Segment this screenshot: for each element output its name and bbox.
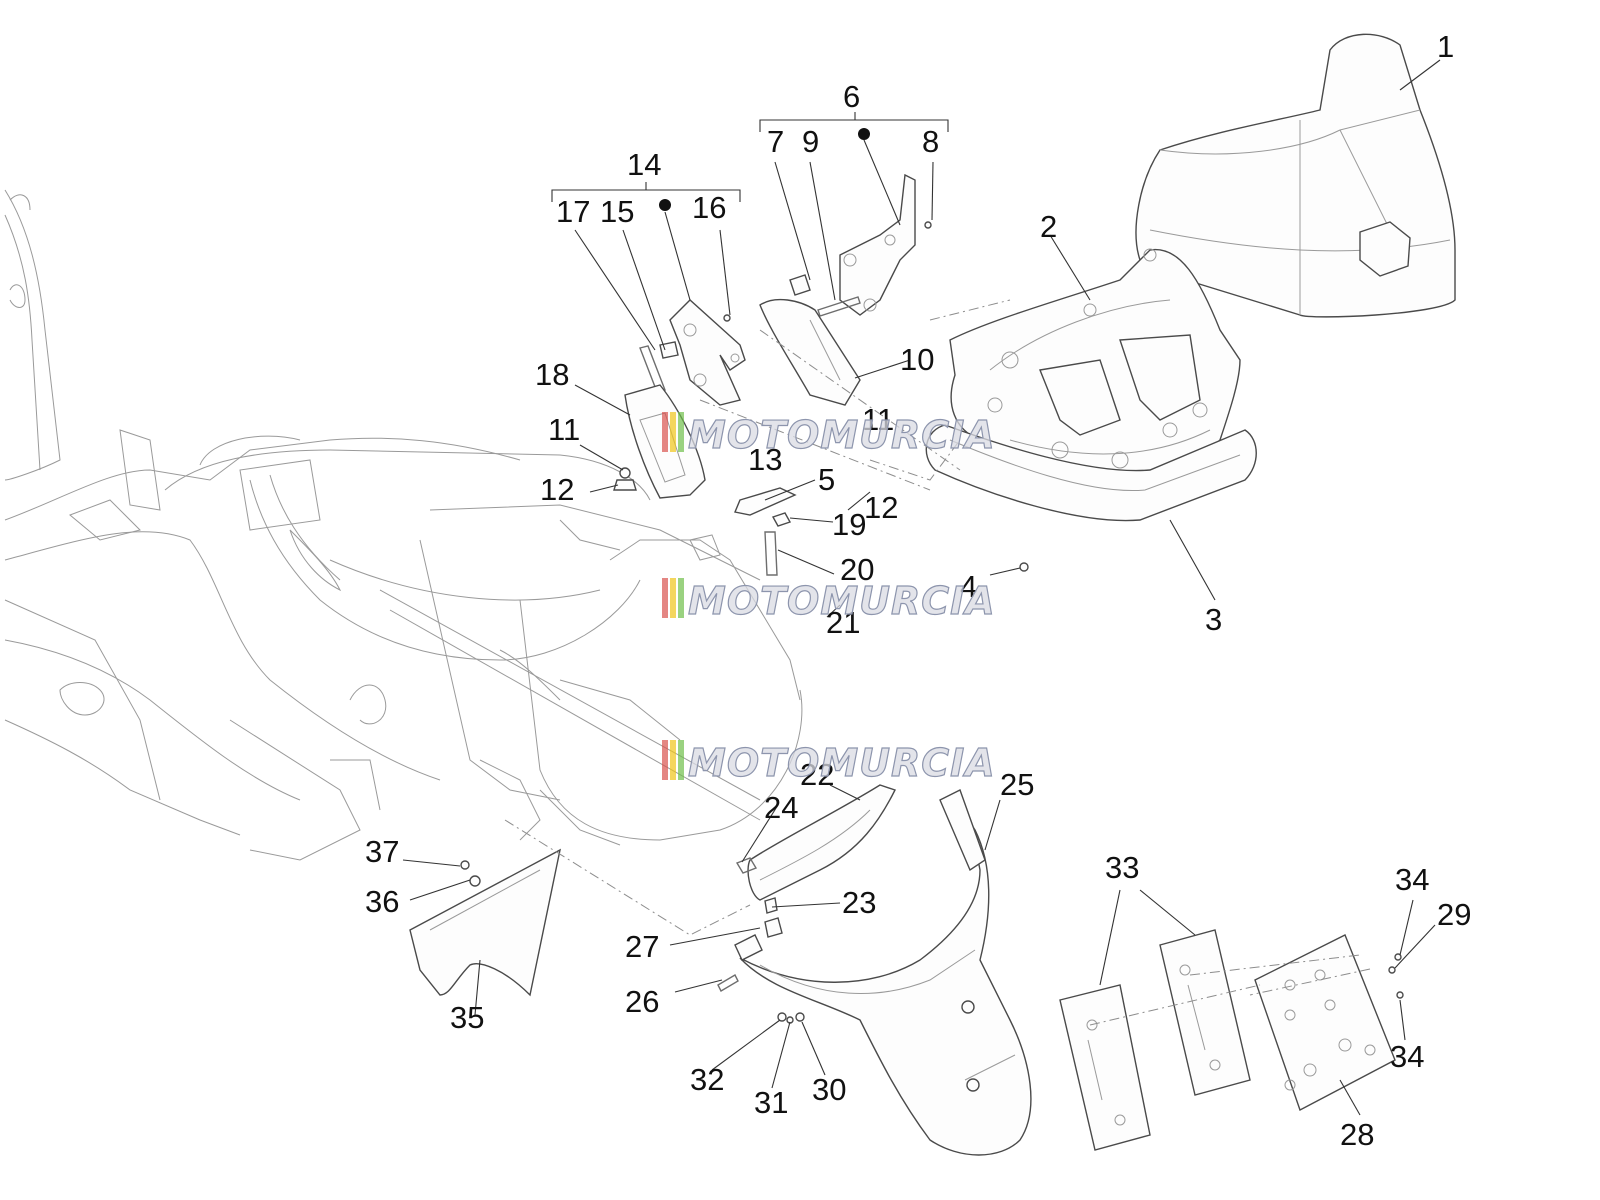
group-brackets: [551, 112, 949, 211]
splash-guard-35: [409, 848, 561, 997]
callout-9: 9: [802, 124, 819, 159]
license-plate-brackets-33: [1059, 929, 1251, 1151]
callout-32: 32: [690, 1062, 724, 1097]
callout-7: 7: [767, 124, 784, 159]
top-case-seal: [925, 424, 1257, 522]
callout-12-left: 12: [540, 472, 574, 507]
callout-20: 20: [840, 552, 874, 587]
scooter-frame: [4, 189, 803, 861]
callout-34-top: 34: [1395, 862, 1429, 897]
hinge-assembly-6: [789, 173, 932, 317]
callout-27: 27: [625, 929, 659, 964]
watermark-text-top: MOTOMURCIA: [688, 413, 996, 457]
callout-26: 26: [625, 984, 659, 1019]
callout-1: 1: [1437, 29, 1454, 64]
rear-mudguard-25: [717, 789, 1032, 1156]
callout-19: 19: [832, 507, 866, 542]
small-hardware: [460, 467, 1029, 887]
callout-37: 37: [365, 834, 399, 869]
callout-18: 18: [535, 357, 569, 392]
callout-2: 2: [1040, 209, 1057, 244]
callout-labels: 1 2 3 4 5 6 7 8 9 10 11 11 12 12 13 14 1…: [365, 29, 1471, 1152]
callout-29: 29: [1437, 897, 1471, 932]
callout-30: 30: [812, 1072, 846, 1107]
callout-3: 3: [1205, 602, 1222, 637]
watermark-middle: MOTOMURCIA: [662, 578, 996, 624]
callout-8: 8: [922, 124, 939, 159]
callout-28: 28: [1340, 1117, 1374, 1152]
callout-23: 23: [842, 885, 876, 920]
callout-21: 21: [826, 605, 860, 640]
inner-rear-panel-22: [735, 784, 896, 914]
watermark-text-middle: MOTOMURCIA: [688, 579, 996, 623]
callout-31: 31: [754, 1085, 788, 1120]
top-case-cover: [1135, 33, 1456, 318]
callout-10: 10: [900, 342, 934, 377]
leader-lines: [402, 59, 1441, 1116]
lever-cover-10: [759, 298, 861, 406]
callout-16: 16: [692, 190, 726, 225]
watermark-top: MOTOMURCIA: [662, 412, 996, 458]
watermark-text-bottom: MOTOMURCIA: [688, 741, 996, 785]
callout-12-right: 12: [864, 490, 898, 525]
callout-11-right: 11: [862, 402, 894, 437]
callout-11-left: 11: [548, 412, 580, 447]
callout-36: 36: [365, 884, 399, 919]
callout-35: 35: [450, 1000, 484, 1035]
watermark-bottom: MOTOMURCIA: [662, 740, 996, 786]
callout-15: 15: [600, 194, 634, 229]
callout-24: 24: [764, 790, 798, 825]
callout-22: 22: [800, 757, 834, 792]
callout-14: 14: [627, 147, 661, 182]
callout-34-bottom: 34: [1390, 1039, 1424, 1074]
callout-13: 13: [748, 442, 782, 477]
callout-5: 5: [818, 462, 835, 497]
callout-33: 33: [1105, 850, 1139, 885]
top-case-base: [949, 248, 1241, 475]
callout-17: 17: [556, 194, 590, 229]
callout-4: 4: [960, 569, 977, 604]
callout-6: 6: [843, 79, 860, 114]
assembly-lines: [504, 299, 1371, 1026]
callout-25: 25: [1000, 767, 1034, 802]
license-plate-holder-28: [1254, 934, 1404, 1111]
